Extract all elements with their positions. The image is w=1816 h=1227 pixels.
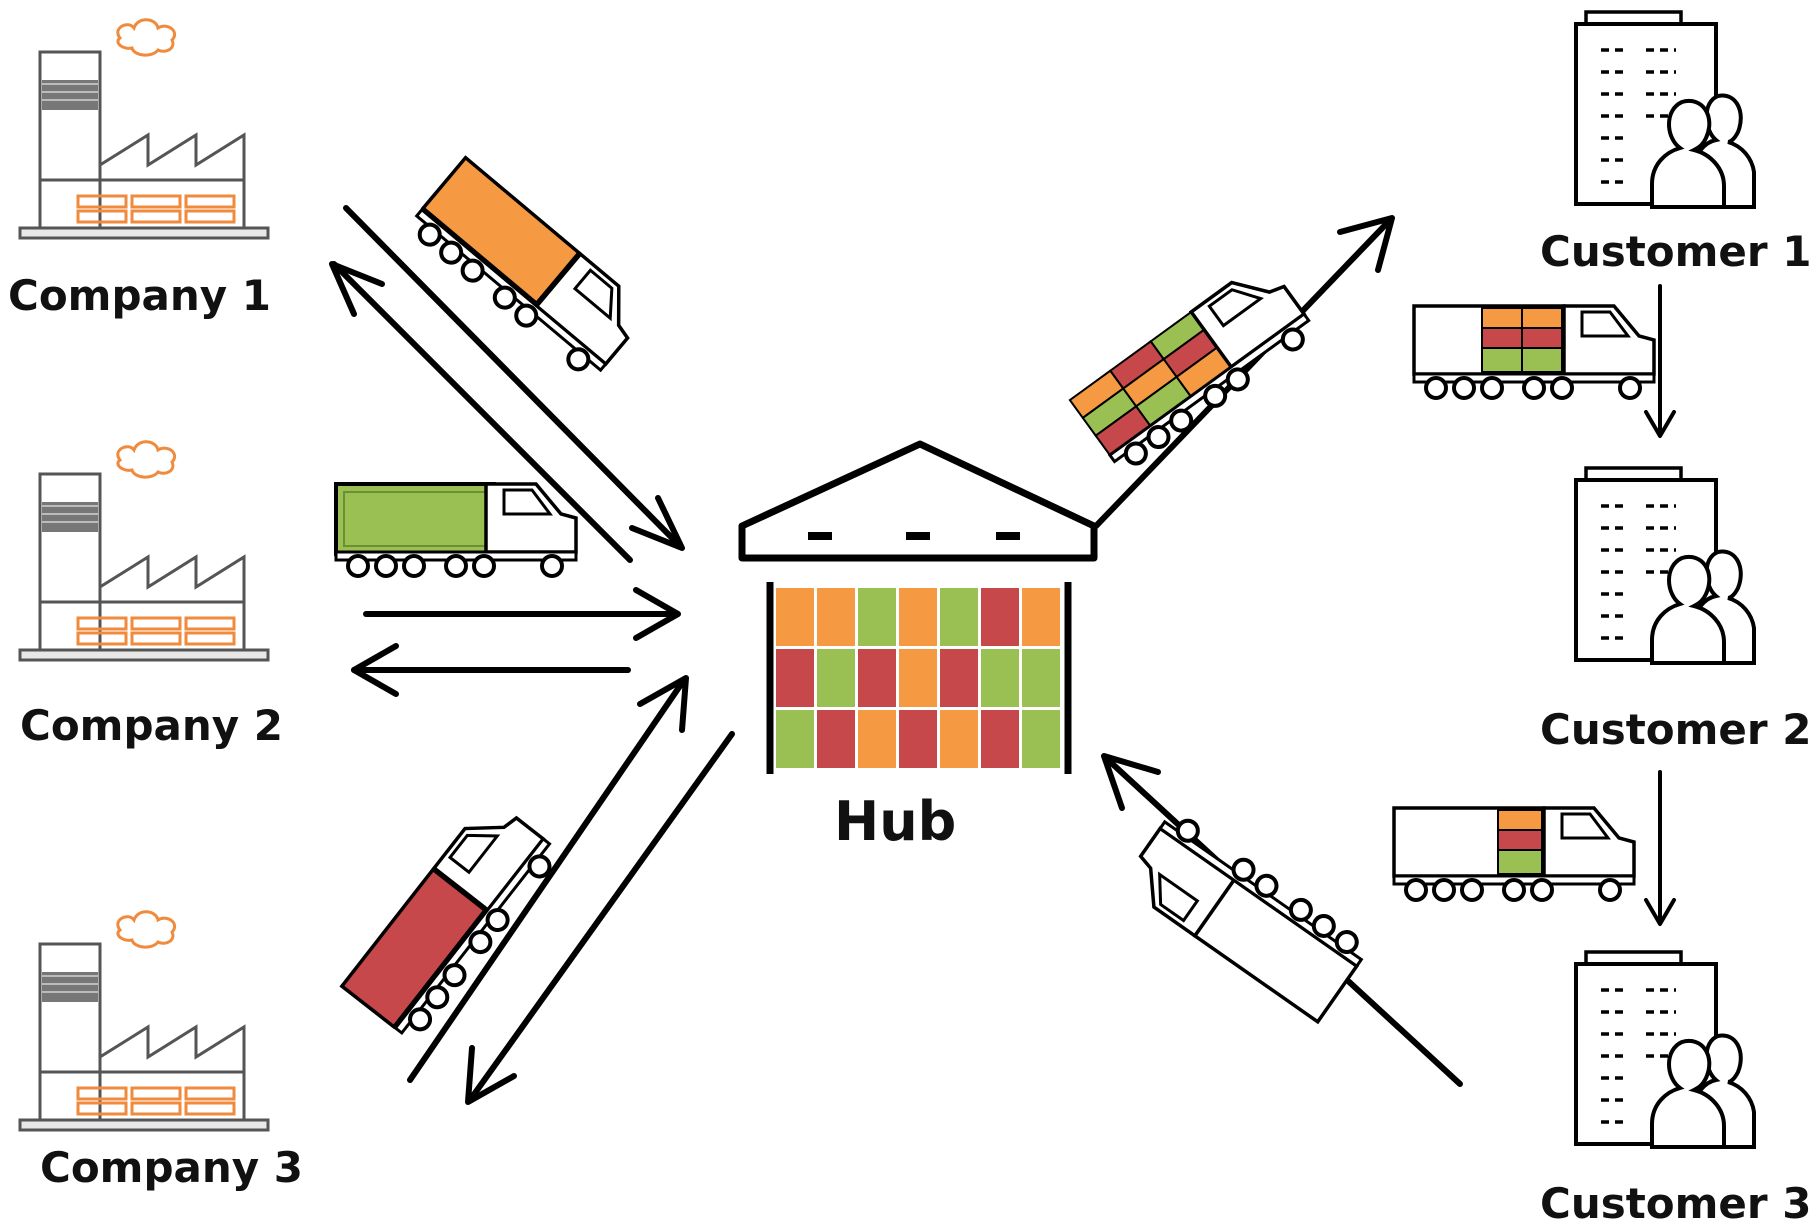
truck-green xyxy=(334,482,578,578)
trailer-orange xyxy=(420,155,582,306)
container-orange xyxy=(776,588,814,646)
customer-2: Customer 2 xyxy=(1540,466,1811,754)
arrowhead-icon xyxy=(1644,898,1676,926)
factory-icon xyxy=(18,440,270,662)
truck-partial-load-1 xyxy=(1412,304,1656,400)
hub-label: Hub xyxy=(834,790,956,853)
container-green xyxy=(858,588,896,646)
arrowhead-icon xyxy=(629,495,685,551)
container-green xyxy=(776,710,814,768)
container-red xyxy=(981,710,1019,768)
container-green xyxy=(981,649,1019,707)
mixed-cargo xyxy=(1068,310,1233,457)
company-1-label: Company 1 xyxy=(8,271,271,320)
truck-mixed-load xyxy=(1070,259,1318,474)
office-building-with-people-icon xyxy=(1574,950,1756,1149)
container-red xyxy=(817,710,855,768)
customer-3-label: Customer 3 xyxy=(1540,1179,1811,1227)
truck-red xyxy=(339,795,565,1045)
container-red xyxy=(940,649,978,707)
container-orange xyxy=(899,649,937,707)
factory-icon xyxy=(18,18,270,240)
container-orange xyxy=(899,588,937,646)
container-green xyxy=(1022,710,1060,768)
container-red xyxy=(776,649,814,707)
container-red xyxy=(858,649,896,707)
arrowhead-icon xyxy=(1101,753,1161,811)
truck-empty xyxy=(1119,806,1373,1025)
arrow-hub-to-company3 xyxy=(467,731,735,1103)
container-orange xyxy=(940,710,978,768)
arrow-hub-to-company1 xyxy=(331,261,633,563)
arrowhead-icon xyxy=(637,675,689,733)
arrow-company1-to-hub xyxy=(343,205,683,549)
arrowhead-icon xyxy=(1337,215,1395,273)
container-orange xyxy=(817,588,855,646)
container-stack xyxy=(776,588,1060,768)
company-1: Company 1 xyxy=(8,18,271,320)
customer-1-label: Customer 1 xyxy=(1540,227,1811,276)
factory-icon xyxy=(18,910,270,1132)
trailer-green xyxy=(334,482,496,556)
company-2-label: Company 2 xyxy=(20,701,283,750)
truck-partial-load-2 xyxy=(1392,806,1636,902)
container-green xyxy=(940,588,978,646)
arrow-company3-to-hub xyxy=(407,677,687,1083)
arrowhead-icon xyxy=(329,261,385,317)
container-green xyxy=(817,649,855,707)
arrowhead-icon xyxy=(351,643,399,697)
container-red xyxy=(899,710,937,768)
hub: Hub xyxy=(738,440,1098,853)
office-building-with-people-icon xyxy=(1574,10,1756,209)
company-2: Company 2 xyxy=(18,440,283,750)
customer-2-label: Customer 2 xyxy=(1540,705,1811,754)
warehouse-icon xyxy=(738,440,1098,774)
company-3-label: Company 3 xyxy=(40,1143,303,1192)
trailer-red xyxy=(339,867,488,1030)
arrowhead-icon xyxy=(1644,410,1676,438)
container-red xyxy=(981,588,1019,646)
customer-3: Customer 3 xyxy=(1540,950,1811,1227)
arrowhead-icon xyxy=(465,1045,517,1105)
company-3: Company 3 xyxy=(18,910,303,1192)
container-orange xyxy=(858,710,896,768)
container-orange xyxy=(1022,588,1060,646)
arrowhead-icon xyxy=(633,587,681,641)
customer-1: Customer 1 xyxy=(1540,10,1811,276)
office-building-with-people-icon xyxy=(1574,466,1756,665)
truck-orange xyxy=(404,155,652,385)
container-green xyxy=(1022,649,1060,707)
